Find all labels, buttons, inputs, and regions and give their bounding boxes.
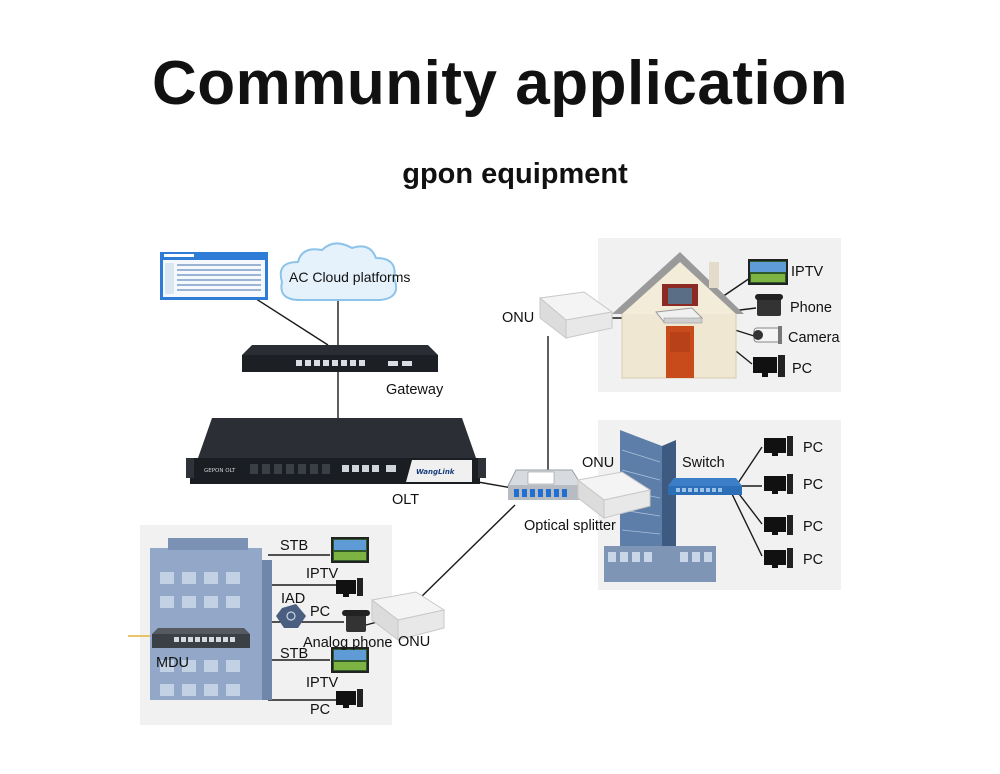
stb-label-1: STB — [280, 538, 309, 554]
gateway-device — [242, 345, 438, 372]
pc-label-1: PC — [310, 604, 331, 620]
home-pc-label: PC — [792, 361, 813, 377]
mdu-onu-device — [370, 591, 446, 642]
mdu-device — [152, 628, 250, 648]
line-olt-splitter — [477, 481, 513, 489]
apartment-building-icon — [150, 538, 272, 700]
home-phone-label: Phone — [790, 300, 832, 316]
switch-label: Switch — [682, 455, 725, 471]
home-iptv-label: IPTV — [791, 264, 824, 280]
splitter-label: Optical splitter — [524, 518, 616, 534]
iad-label: IAD — [281, 591, 306, 607]
office-pc-label-1: PC — [803, 440, 824, 456]
iptv-label-2: IPTV — [306, 675, 339, 691]
olt-label: OLT — [392, 492, 420, 508]
optical-splitter-device — [507, 469, 583, 500]
phone-icon — [755, 294, 783, 316]
switch-device — [668, 478, 742, 495]
office-pc-icon-3 — [764, 515, 793, 535]
building-iptv-icon-2 — [331, 647, 369, 673]
stb-label-2: STB — [280, 646, 309, 662]
gateway-label: Gateway — [386, 382, 444, 398]
management-dashboard-icon — [160, 252, 268, 300]
pc-label-2: PC — [310, 702, 331, 718]
office-onu-label: ONU — [582, 455, 615, 471]
mdu-onu-label: ONU — [398, 634, 431, 650]
office-pc-icon-2 — [764, 474, 793, 494]
analog-phone-label: Analog phone — [303, 635, 393, 651]
analog-phone-icon — [342, 610, 370, 632]
iptv-icon — [748, 259, 788, 285]
mdu-label: MDU — [156, 655, 190, 671]
line-dashboard-gateway — [249, 294, 329, 346]
home-onu-device — [538, 291, 614, 340]
home-onu-label: ONU — [502, 310, 535, 326]
building-pc-icon-2 — [336, 689, 363, 708]
olt-device: GEPON OLT WangLink — [186, 418, 486, 484]
office-pc-icon-1 — [764, 436, 793, 456]
home-camera-label: Camera — [788, 330, 840, 346]
home-pc-icon — [753, 355, 785, 377]
office-pc-icon-4 — [764, 548, 793, 568]
cloud-label: AC Cloud platforms — [289, 269, 411, 285]
iad-icon — [276, 604, 306, 628]
office-pc-label-2: PC — [803, 477, 824, 493]
line-splitter-mdu-onu — [417, 504, 516, 601]
line-switch-pc3 — [735, 489, 763, 525]
iptv-label-1: IPTV — [306, 566, 339, 582]
camera-icon — [753, 326, 782, 344]
home-router-device — [655, 307, 704, 324]
house-icon — [612, 252, 744, 379]
line-switch-pc1 — [737, 446, 763, 484]
office-pc-label-3: PC — [803, 519, 824, 535]
building-pc-icon-1 — [336, 578, 363, 597]
olt-brand-text: WangLink — [416, 468, 456, 476]
line-switch-pc4 — [731, 493, 763, 557]
building-iptv-icon-1 — [331, 537, 369, 563]
office-onu-device — [576, 471, 652, 520]
page-subtitle: gpon equipment — [402, 158, 628, 190]
page-title: Community application — [152, 49, 848, 118]
olt-front-text: GEPON OLT — [204, 468, 236, 474]
cloud-icon — [279, 242, 398, 301]
office-pc-label-4: PC — [803, 552, 824, 568]
